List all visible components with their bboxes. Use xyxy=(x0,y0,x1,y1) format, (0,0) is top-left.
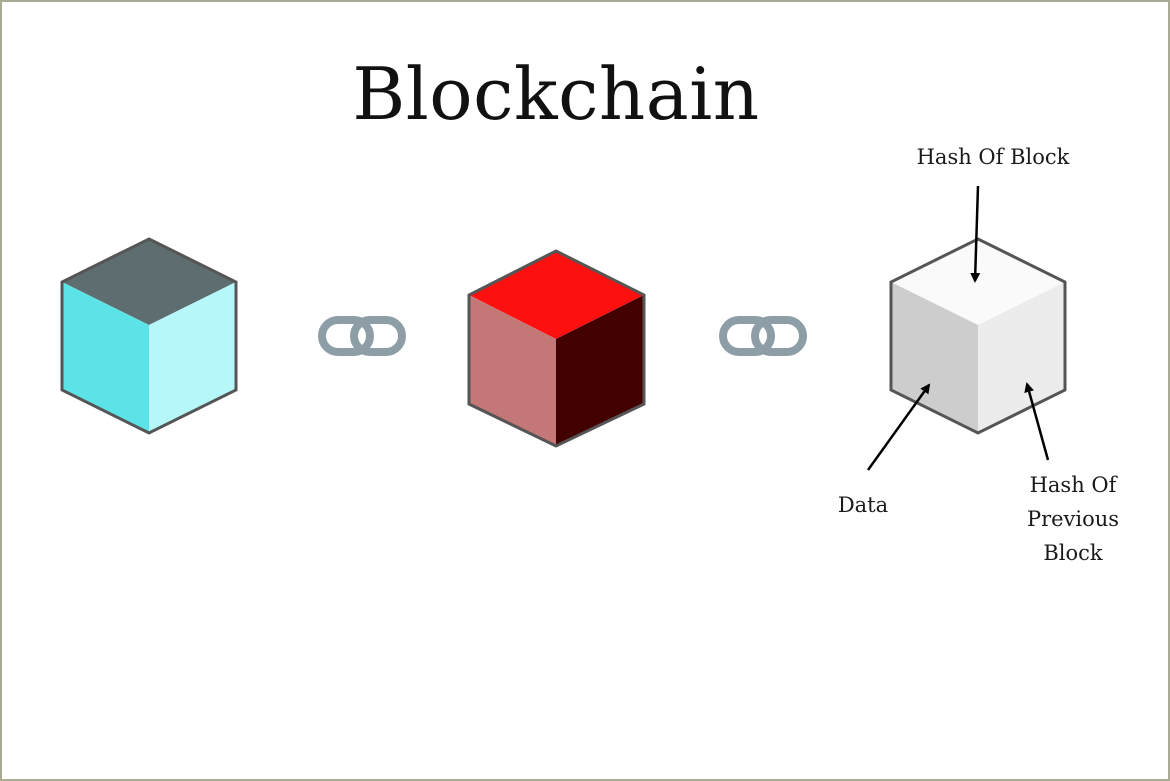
arrow-data xyxy=(866,383,931,471)
chain-link-icon xyxy=(719,316,807,356)
block-1-cube xyxy=(60,237,238,435)
block-2-right-face xyxy=(556,295,644,446)
diagram-title: Blockchain xyxy=(352,52,760,136)
label-hash-of-previous-block-line-2: Previous xyxy=(1026,507,1120,531)
label-hash-of-previous-block-line-1: Hash Of xyxy=(1029,473,1117,497)
block-2-outline xyxy=(467,249,646,448)
chain-link-icon xyxy=(318,316,406,356)
block-3-outline xyxy=(889,237,1067,435)
label-hash-of-previous-block-line-3: Block xyxy=(1043,541,1103,565)
label-data: Data xyxy=(837,493,889,517)
arrow-hash-of-previous-block xyxy=(1024,382,1050,461)
block-1-left-face xyxy=(62,282,149,433)
block-1-outline xyxy=(60,237,238,435)
block-3-right-face xyxy=(978,282,1065,433)
block-3-cube xyxy=(889,237,1067,435)
label-hash-of-block: Hash Of Block xyxy=(916,145,1070,169)
block-1-right-face xyxy=(149,282,236,433)
block-3-left-face xyxy=(891,282,978,433)
label-hash-of-previous-block: Hash Of Previous Block xyxy=(1008,468,1138,570)
block-2-left-face xyxy=(469,295,556,446)
block-2-cube xyxy=(467,249,646,448)
arrow-hash-of-block xyxy=(970,185,981,283)
